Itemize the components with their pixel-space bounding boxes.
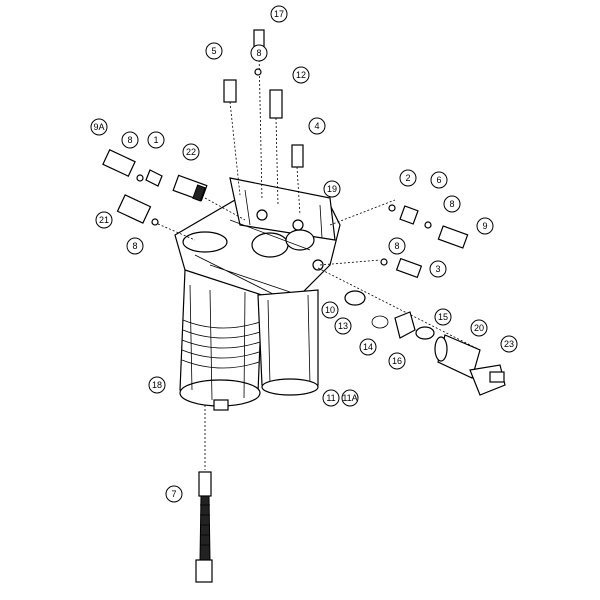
svg-text:3: 3 — [435, 264, 440, 274]
svg-text:19: 19 — [327, 184, 337, 194]
callout-8: 8 — [126, 237, 144, 255]
callout-8: 8 — [250, 44, 268, 62]
callout-6: 6 — [430, 171, 448, 189]
svg-text:10: 10 — [325, 305, 335, 315]
svg-text:20: 20 — [474, 323, 484, 333]
fuel-filter-canister — [179, 269, 263, 411]
callout-9: 9 — [476, 217, 494, 235]
callout-2: 2 — [399, 169, 417, 187]
left-fittings — [102, 149, 246, 241]
callout-16: 16 — [388, 352, 406, 370]
svg-text:13: 13 — [338, 321, 348, 331]
callout-23: 23 — [500, 335, 518, 353]
callout-18: 18 — [148, 376, 166, 394]
svg-text:5: 5 — [211, 46, 216, 56]
svg-text:23: 23 — [504, 339, 514, 349]
callout-12: 12 — [292, 66, 310, 84]
svg-text:9A: 9A — [93, 122, 104, 132]
svg-text:18: 18 — [152, 380, 162, 390]
svg-text:12: 12 — [296, 70, 306, 80]
svg-text:9: 9 — [482, 221, 487, 231]
pump-assembly-parts — [317, 267, 506, 396]
callout-15: 15 — [434, 308, 452, 326]
callout-3: 3 — [429, 260, 447, 278]
callout-5: 5 — [205, 42, 223, 60]
callout-9a: 9A — [90, 118, 108, 136]
callout-20: 20 — [470, 319, 488, 337]
svg-text:16: 16 — [392, 356, 402, 366]
top-fittings — [223, 29, 304, 216]
callout-13: 13 — [334, 317, 352, 335]
right-fittings — [319, 199, 469, 279]
callout-10: 10 — [321, 301, 339, 319]
svg-text:6: 6 — [436, 175, 441, 185]
svg-text:8: 8 — [127, 135, 132, 145]
drain-hose — [195, 405, 213, 583]
callout-14: 14 — [359, 338, 377, 356]
callout-4: 4 — [308, 117, 326, 135]
callout-19: 19 — [323, 180, 341, 198]
callout-21: 21 — [95, 211, 113, 229]
svg-text:11A: 11A — [342, 393, 357, 403]
callout-7: 7 — [165, 485, 183, 503]
svg-text:15: 15 — [438, 312, 448, 322]
callout-11a: 11A — [341, 389, 359, 407]
filter-head — [174, 177, 341, 301]
callout-17: 17 — [270, 5, 288, 23]
svg-text:8: 8 — [256, 48, 261, 58]
callout-22: 22 — [182, 143, 200, 161]
svg-text:8: 8 — [394, 241, 399, 251]
svg-text:21: 21 — [99, 215, 109, 225]
svg-text:8: 8 — [449, 199, 454, 209]
svg-text:22: 22 — [186, 147, 196, 157]
callout-1: 1 — [147, 131, 165, 149]
svg-text:14: 14 — [363, 342, 373, 352]
water-separator-bowl — [257, 289, 319, 396]
svg-text:7: 7 — [171, 489, 176, 499]
svg-text:17: 17 — [274, 9, 284, 19]
callout-8: 8 — [388, 237, 406, 255]
svg-text:11: 11 — [326, 393, 335, 403]
svg-text:4: 4 — [314, 121, 319, 131]
svg-text:2: 2 — [405, 173, 410, 183]
svg-text:8: 8 — [132, 241, 137, 251]
callout-8: 8 — [121, 131, 139, 149]
callout-8: 8 — [443, 195, 461, 213]
callout-11: 11 — [322, 389, 340, 407]
svg-text:1: 1 — [153, 135, 158, 145]
